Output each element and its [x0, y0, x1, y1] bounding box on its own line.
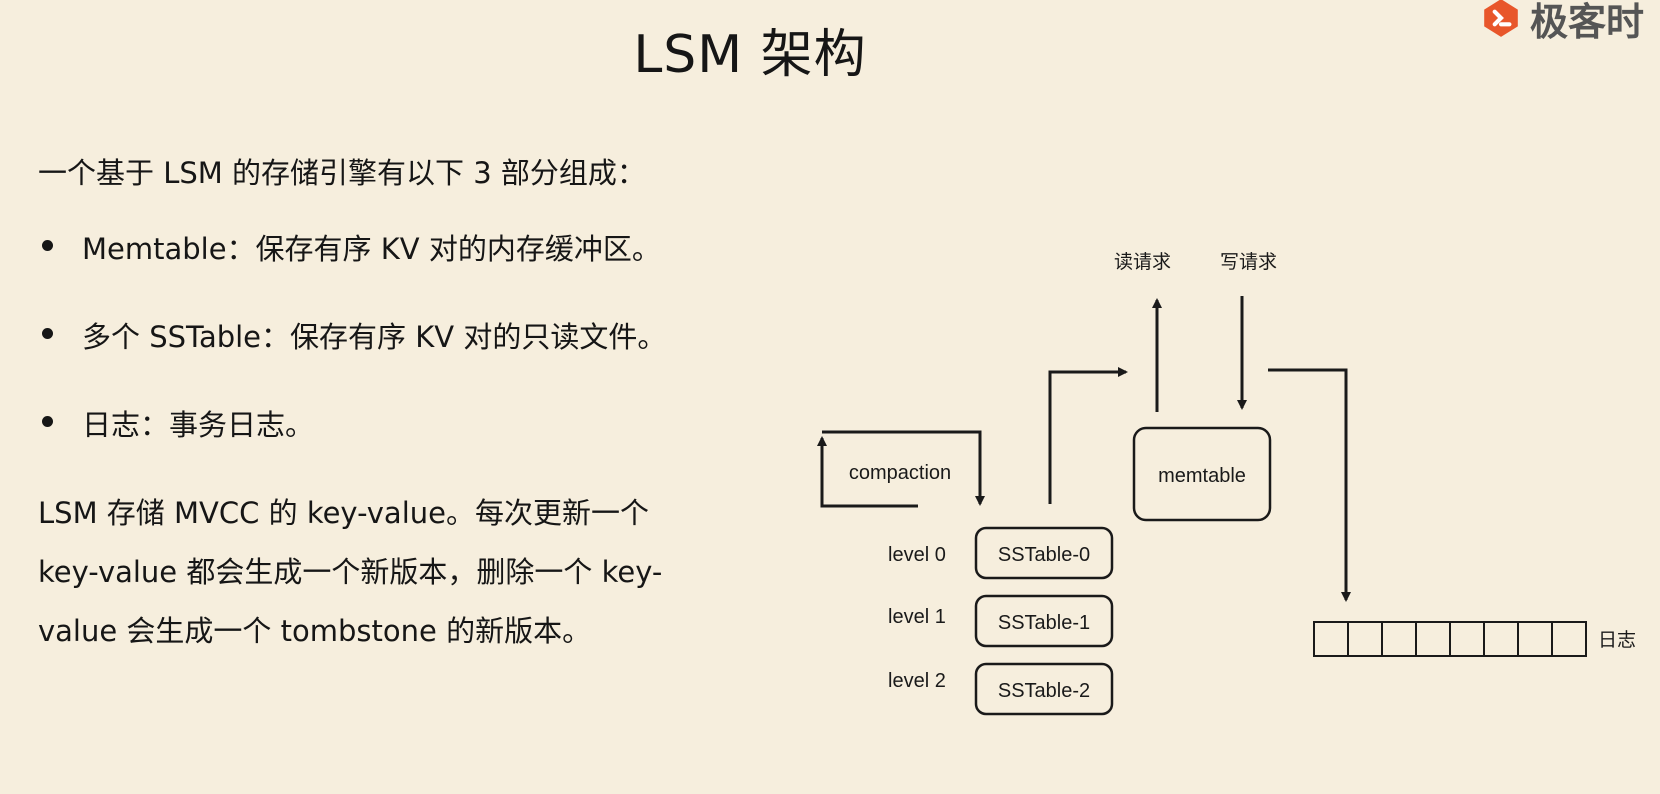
bullet-dot-icon: [42, 328, 53, 339]
compaction-down-arrow: [822, 430, 985, 506]
list-item: 多个 SSTable：保存有序 KV 对的只读文件。: [38, 314, 666, 402]
sstable-0-label: SSTable-0: [998, 544, 1090, 566]
paragraph-line: key-value 都会生成一个新版本，删除一个 key-: [38, 555, 663, 589]
geektime-logo-icon: [1484, 0, 1518, 37]
paragraph-line: value 会生成一个 tombstone 的新版本。: [38, 614, 592, 648]
sstable-1-label: SSTable-1: [998, 612, 1090, 634]
brand-logo: 极客时: [1480, 0, 1660, 44]
logo-text: 极客时: [1530, 0, 1645, 44]
bullet-dot-icon: [42, 240, 53, 251]
level-2-label: level 2: [888, 670, 946, 692]
component-list: Memtable：保存有序 KV 对的内存缓冲区。 多个 SSTable：保存有…: [38, 226, 666, 490]
list-item: Memtable：保存有序 KV 对的内存缓冲区。: [38, 226, 666, 314]
memtable-box: [1132, 426, 1272, 522]
level-1-label: level 1: [888, 606, 946, 628]
list-item-text: 多个 SSTable：保存有序 KV 对的只读文件。: [82, 320, 667, 354]
memtable-label: memtable: [1158, 465, 1246, 487]
write-log-arrow: [1268, 368, 1351, 602]
list-item: 日志：事务日志。: [38, 402, 666, 490]
write-request-label: 写请求: [1220, 251, 1277, 273]
paragraph-line: LSM 存储 MVCC 的 key-value。每次更新一个: [38, 496, 649, 530]
page-title: LSM 架构: [633, 25, 867, 85]
sstable-0-box: [974, 526, 1114, 580]
flush-arrow: [1048, 367, 1128, 504]
sstable-2-label: SSTable-2: [998, 680, 1090, 702]
read-request-label: 读请求: [1114, 251, 1171, 273]
sstable-1-box: [974, 594, 1114, 648]
log-buffer: [1313, 621, 1587, 657]
log-label: 日志: [1598, 629, 1636, 651]
intro-text: 一个基于 LSM 的存储引擎有以下 3 部分组成：: [38, 156, 646, 190]
level-0-label: level 0: [888, 544, 946, 566]
bullet-dot-icon: [42, 416, 53, 427]
compaction-label: compaction: [849, 462, 951, 484]
compaction-loop-arrow: [817, 436, 918, 508]
list-item-text: Memtable：保存有序 KV 对的内存缓冲区。: [82, 232, 661, 266]
mvcc-paragraph: LSM 存储 MVCC 的 key-value。每次更新一个 key-value…: [38, 484, 718, 661]
list-item-text: 日志：事务日志。: [82, 408, 315, 442]
sstable-2-box: [974, 662, 1114, 716]
